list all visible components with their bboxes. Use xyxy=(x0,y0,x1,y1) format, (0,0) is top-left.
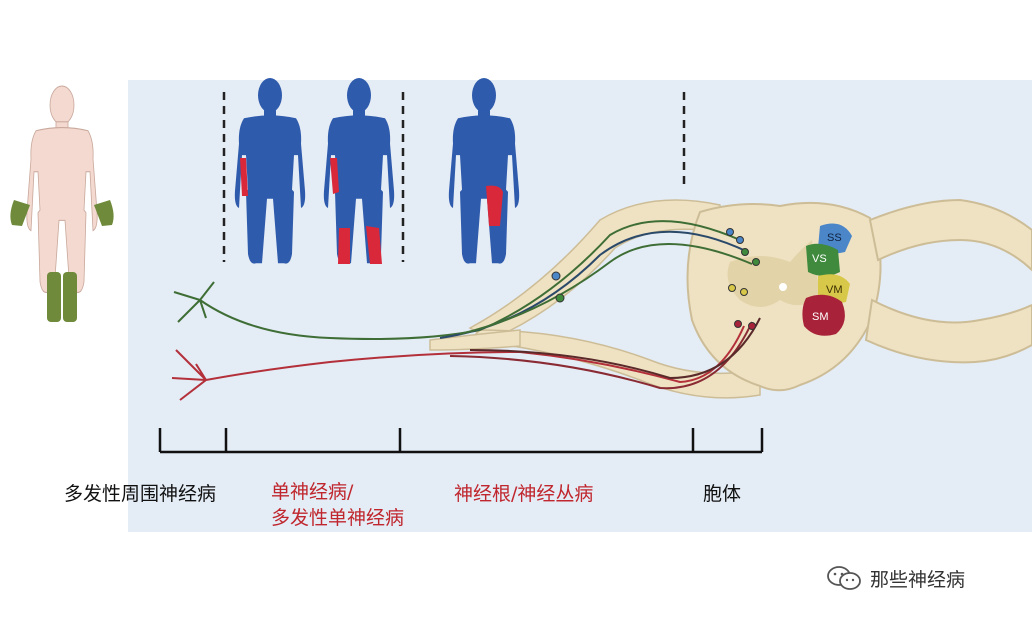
label-polyneuropathy: 多发性周围神经病 xyxy=(64,483,217,505)
mononeuropathy-figure-1 xyxy=(234,78,306,264)
svg-text:VS: VS xyxy=(812,253,827,265)
watermark-text: 那些神经病 xyxy=(870,568,966,591)
dorsal-root-neurons xyxy=(551,228,760,303)
region-dividers xyxy=(222,92,686,262)
sensory-axons xyxy=(173,220,753,340)
label-cell-body: 胞体 xyxy=(703,483,742,505)
svg-text:SM: SM xyxy=(812,311,829,323)
wechat-icon xyxy=(827,566,861,590)
watermark: 那些神经病 xyxy=(826,564,965,592)
svg-text:VM: VM xyxy=(826,284,843,296)
radiculopathy-figure xyxy=(448,78,520,264)
spinal-cord-section xyxy=(686,198,1032,392)
right-glove xyxy=(94,200,114,226)
region-vs: VS xyxy=(806,243,840,276)
lesion-site-bracket xyxy=(158,428,764,454)
motor-axons xyxy=(171,317,761,401)
region-sm: SM xyxy=(802,294,845,336)
polyneuropathy-figure xyxy=(10,85,114,322)
ventral-horn-neurons xyxy=(728,284,756,330)
left-stocking xyxy=(47,272,61,322)
right-stocking xyxy=(63,272,77,322)
label-radiculopathy-plexopathy: 神经根/神经丛病 xyxy=(454,483,594,505)
mononeuropathy-figure-2 xyxy=(323,78,395,264)
label-mononeuropathy-line1: 单神经病/ xyxy=(271,481,354,503)
label-mononeuropathy-line2: 多发性单神经病 xyxy=(271,507,405,529)
svg-text:SS: SS xyxy=(827,232,842,244)
left-glove xyxy=(10,200,30,226)
